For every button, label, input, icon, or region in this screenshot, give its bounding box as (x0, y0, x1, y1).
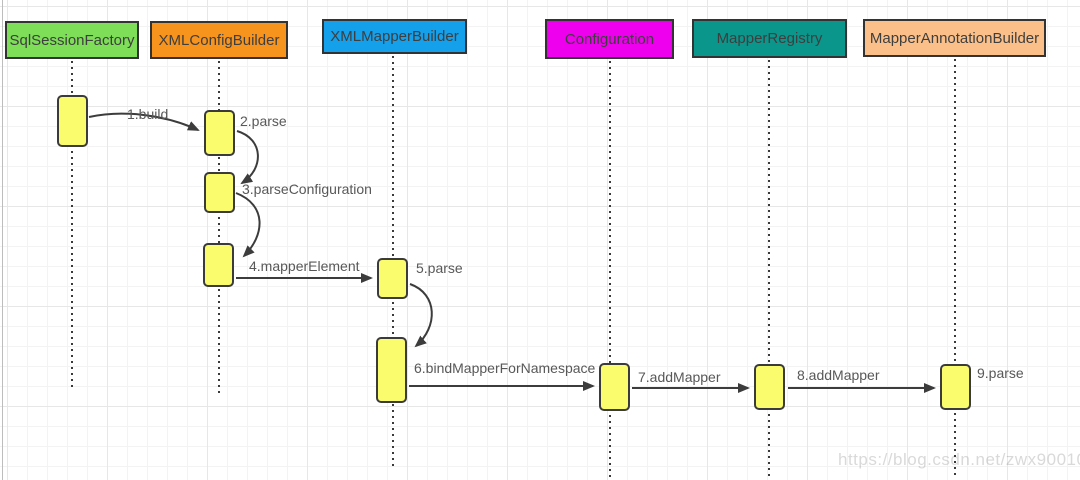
message-label-1-build: 1.build (127, 106, 169, 122)
message-label-5-parse: 5.parse (416, 260, 463, 276)
message-label-8-addmapper: 8.addMapper (797, 367, 880, 383)
activation-xmlconfigbuilder-parse (204, 110, 235, 156)
message-label-3-parseconfiguration: 3.parseConfiguration (242, 181, 372, 197)
participant-xmlconfigbuilder: XMLConfigBuilder (150, 21, 288, 59)
message-label-4-mapperelement: 4.mapperElement (249, 258, 360, 274)
message-label-6-bindmapperfornamespace: 6.bindMapperForNamespace (414, 360, 596, 376)
arrow-1-build (88, 112, 200, 131)
arrow-self-bind-mapper (409, 283, 433, 348)
activation-configuration-addmapper (599, 363, 630, 411)
activation-mapperregistry-addmapper (754, 364, 785, 410)
activation-xmlconfigbuilder-parseconfiguration (204, 172, 235, 213)
activation-mapperannotationbuilder-parse (940, 364, 971, 410)
participant-mapperregistry: MapperRegistry (692, 19, 847, 58)
activation-xmlconfigbuilder-mapperelement (203, 243, 234, 287)
activation-xmlmapperbuilder-bindmapper (376, 337, 407, 403)
participant-xmlmapperbuilder: XMLMapperBuilder (322, 19, 467, 54)
message-label-7-addmapper: 7.addMapper (638, 369, 721, 385)
canvas-left-rule (2, 0, 3, 480)
activation-sqlsessionfactory-build (57, 95, 88, 147)
participant-sqlsessionfactory: SqlSessionFactory (5, 21, 139, 59)
activation-xmlmapperbuilder-parse (377, 258, 408, 299)
message-label-2-parse: 2.parse (240, 113, 287, 129)
watermark-url: https://blog.csdn.net/zwx900102 (838, 450, 1080, 469)
arrow-self-mapper-element (235, 192, 261, 258)
arrow-self-parse-configuration (236, 130, 259, 185)
participant-mapperannotationbuilder: MapperAnnotationBuilder (863, 19, 1046, 57)
message-label-9-parse: 9.parse (977, 365, 1024, 381)
participant-configuration: Configuration (545, 19, 674, 59)
